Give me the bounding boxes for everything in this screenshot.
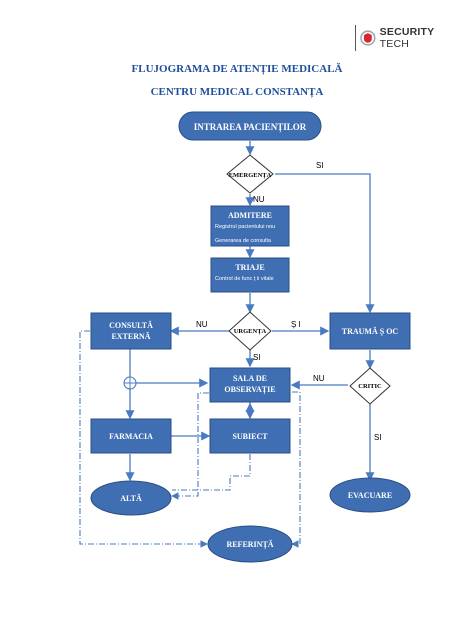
evacuation-terminal bbox=[329, 477, 411, 513]
subject-box bbox=[209, 418, 291, 454]
page-title: FLUJOGRAMA DE ATENȚIE MEDICALĂ bbox=[131, 63, 343, 75]
urgency-decision bbox=[228, 311, 272, 351]
edge-external-referral bbox=[79, 330, 209, 548]
edge-label-urgency-no: NU bbox=[196, 320, 208, 329]
dashed-connectors bbox=[79, 330, 301, 548]
critic-label: CRITIC bbox=[358, 383, 382, 390]
referral-label: REFERINȚĂ bbox=[226, 539, 273, 550]
external-consult-label-1: CONSULTĂ bbox=[109, 320, 153, 330]
external-consult-box bbox=[90, 312, 172, 350]
edge-observation-discharge bbox=[170, 392, 209, 500]
connectors bbox=[125, 141, 375, 482]
edge-label-urgency-yes-down: SI bbox=[253, 353, 261, 362]
urgency-label: URGENȚA bbox=[234, 328, 267, 335]
edge-label-emergency-no: NU bbox=[253, 195, 265, 204]
logo-divider bbox=[355, 25, 356, 51]
entry-label: INTRAREA PACIENȚILOR bbox=[194, 122, 307, 133]
edge-label-emergency-yes: SI bbox=[316, 161, 324, 170]
critic-decision bbox=[349, 367, 391, 405]
subject-label: SUBIECT bbox=[232, 432, 268, 441]
logo-text: SECURITY TECH bbox=[380, 26, 465, 50]
triage-label: TRIAJE bbox=[235, 263, 264, 272]
entry-terminal bbox=[178, 111, 322, 141]
shield-logo-icon bbox=[360, 30, 376, 46]
admission-item-1: Registrul pacientului nou bbox=[215, 224, 275, 230]
discharge-label: ALTĂ bbox=[120, 493, 142, 503]
external-consult-label-2: EXTERNĂ bbox=[111, 331, 150, 341]
edge-label-critic-yes: SI bbox=[374, 433, 382, 442]
logo-text-bold: SECURITY bbox=[379, 26, 435, 38]
admission-box bbox=[210, 205, 290, 247]
edge-label-urgency-yes-right: Ș I bbox=[291, 320, 301, 329]
observation-label-2: OBSERVAȚIE bbox=[224, 385, 275, 395]
discharge-terminal bbox=[90, 480, 172, 516]
referral-terminal bbox=[207, 525, 293, 563]
admission-item-2: Generarea de consulta bbox=[215, 238, 272, 244]
emergency-label: EMERGENȚA bbox=[229, 172, 272, 179]
observation-box bbox=[209, 367, 291, 403]
observation-label-1: SALA DE bbox=[233, 374, 267, 383]
company-logo: SECURITY TECH bbox=[355, 24, 465, 52]
edge-label-critic-no: NU bbox=[313, 374, 325, 383]
edge-subject-discharge bbox=[172, 454, 251, 491]
logo-text-light: TECH bbox=[379, 38, 410, 50]
triage-box bbox=[210, 257, 290, 293]
pharmacy-box bbox=[90, 418, 172, 454]
evacuation-label: EVACUARE bbox=[348, 491, 392, 500]
trauma-label: TRAUMĂ Ș OC bbox=[342, 326, 399, 336]
admission-label: ADMITERE bbox=[228, 211, 272, 220]
edge-observation-referral bbox=[290, 391, 301, 548]
triage-item-1: Control de func ț ii vitale bbox=[215, 276, 274, 282]
page-subtitle: CENTRU MEDICAL CONSTANȚA bbox=[150, 86, 324, 98]
trauma-box bbox=[329, 312, 411, 350]
pharmacy-label: FARMACIA bbox=[109, 432, 153, 441]
edge-emergency-trauma bbox=[275, 173, 375, 314]
emergency-decision bbox=[226, 154, 274, 194]
